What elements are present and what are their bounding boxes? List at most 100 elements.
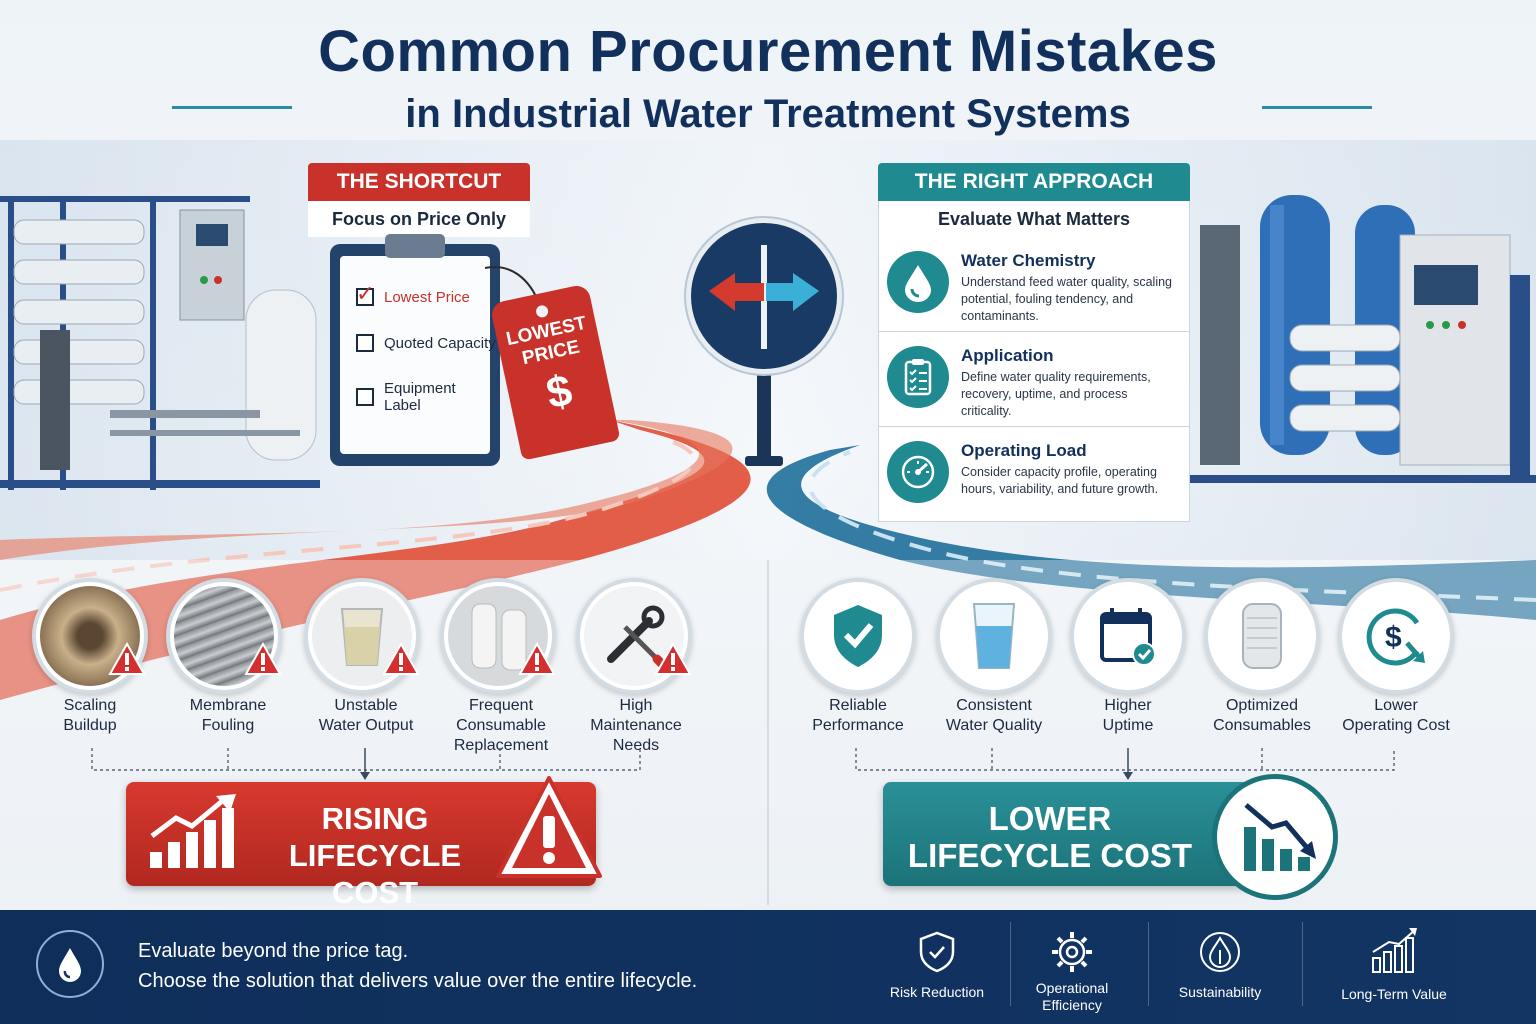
label-line: Water Quality [945,717,1043,734]
shield-check-icon [872,930,1002,974]
footer-item-operational-efficiency: Operational Efficiency [1012,930,1132,1014]
label-line: Uptime [1102,717,1154,734]
ro-system-left-illustration [0,196,320,490]
rising-line1: RISING [321,801,429,836]
sign-base [745,456,783,466]
warning-icon [108,642,146,675]
approach-item-water-chemistry: Water Chemistry Understand feed water qu… [878,237,1190,332]
ro-system-right-illustration [1190,195,1536,483]
cloudy-glass-icon [304,578,420,694]
footer-item-risk-reduction: Risk Reduction [872,930,1002,1001]
label-line: Consumables [1213,717,1311,734]
label-line: Lower [1374,697,1418,714]
title-rule-left [172,106,292,109]
warning-icon [518,642,556,675]
right-approach-header: THE RIGHT APPROACH [878,163,1190,201]
label-line: Higher [1104,697,1152,714]
filter-cartridge-icon [1204,578,1320,694]
checklist-label: Lowest Price [384,288,470,306]
tag-hole [534,304,550,319]
fouled-membrane-icon [166,578,282,694]
label-line: Replacement [453,737,549,754]
label-line: Maintenance [590,717,682,734]
leaf-drop-icon [1160,930,1280,974]
direction-sign [686,218,842,374]
footer-item-label: Efficiency [1042,997,1102,1013]
approach-desc: Consider capacity profile, operating hou… [961,465,1159,496]
footer-divider [1148,922,1149,1006]
shortcut-card: THE SHORTCUT Focus on Price Only [308,163,530,237]
label-line: Fouling [201,717,255,734]
problem-label-unstable: Unstable Water Output [291,696,441,736]
checklist-item-equipment-label: Equipment Label [356,380,496,414]
label-line: Operating Cost [1342,717,1450,734]
lower-line1: LOWER [988,800,1112,837]
clipboard-clip [385,234,445,258]
label-line: Unstable [334,697,398,714]
footer-item-sustainability: Sustainability [1160,930,1280,1001]
check-mark-icon: ✓ [356,281,375,306]
footer-line2: Choose the solution that delivers value … [138,970,698,992]
checklist-item-lowest-price: ✓ Lowest Price [356,282,496,306]
approach-item-application: Application Define water quality require… [878,332,1190,427]
rising-bar-chart-icon [150,794,236,868]
title-rule-right [1262,106,1372,109]
benefit-label-reliable: Reliable Performance [783,696,933,736]
problem-label-scaling: Scaling Buildup [15,696,165,736]
benefit-label-cost: Lower Operating Cost [1321,696,1471,736]
checkbox-empty [356,334,374,352]
footer-line1: Evaluate beyond the price tag. [138,940,409,962]
approach-desc: Understand feed water quality, scaling p… [961,275,1172,323]
label-line: Frequent [468,697,534,714]
footer-item-label: Long-Term Value [1341,986,1447,1002]
declining-chart-icon [1212,774,1338,900]
footer-divider [1302,922,1303,1006]
label-line: Reliable [829,697,887,714]
benefit-label-uptime: Higher Uptime [1053,696,1203,736]
checklist-item-quoted-capacity: Quoted Capacity [356,334,496,352]
right-approach-subheader: Evaluate What Matters [878,201,1190,237]
checkbox-checked: ✓ [356,282,374,306]
label-line: Optimized [1225,697,1299,714]
label-line: Scaling [63,697,117,714]
checklist-label: Equipment Label [384,380,456,414]
footer-bar [0,910,1536,1024]
label-line: Consistent [956,697,1032,714]
shortcut-header: THE SHORTCUT [308,163,530,201]
gear-icon [1012,930,1132,974]
approach-title: Water Chemistry [961,251,1096,270]
clipboard-checklist-icon [887,346,949,408]
label-line: Consumable [456,717,546,734]
lower-cost-text: LOWER LIFECYCLE COST [905,800,1195,874]
label-line: Performance [812,717,904,734]
price-checklist: ✓ Lowest Price Quoted Capacity Equipment… [356,282,496,414]
shield-check-icon [800,578,916,694]
problem-label-consumable: Frequent Consumable Replacement [426,696,576,756]
gauge-icon [887,441,949,503]
filter-cartridge-icon [440,578,556,694]
clear-glass-icon [936,578,1052,694]
label-line: Buildup [63,717,117,734]
label-line: Needs [612,737,660,754]
footer-divider [1010,922,1011,1006]
warning-icon [496,776,602,878]
shortcut-subheader: Focus on Price Only [308,201,530,237]
approach-title: Operating Load [961,441,1087,460]
water-drop-icon [36,930,104,998]
approach-desc: Define water quality requirements, recov… [961,370,1151,418]
warning-icon [382,642,420,675]
checkbox-empty [356,388,374,406]
right-approach-card: THE RIGHT APPROACH Evaluate What Matters… [878,163,1190,522]
footer-item-long-term-value: Long-Term Value [1328,926,1460,1003]
checklist-label: Quoted Capacity [384,334,496,352]
approach-title: Application [961,346,1054,365]
growth-chart-icon [1328,926,1460,976]
direction-arrows-icon [709,245,819,349]
calendar-check-icon [1070,578,1186,694]
footer-message: Evaluate beyond the price tag. Choose th… [138,936,697,996]
connector-lines [91,748,1395,780]
wrench-screwdriver-icon [576,578,692,694]
benefit-label-consumables: Optimized Consumables [1187,696,1337,736]
warning-icon [244,642,282,675]
page-title: Common Procurement Mistakes [318,19,1218,84]
